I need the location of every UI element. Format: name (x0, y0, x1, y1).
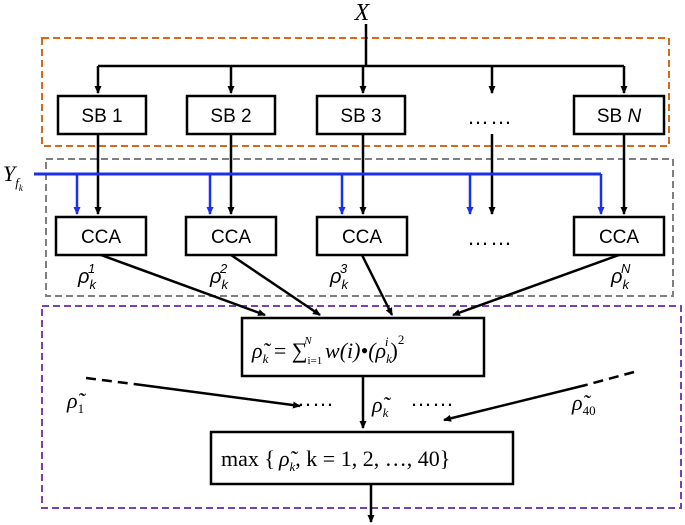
cca-ellipsis: …… (467, 225, 513, 250)
formula-text: ρ̃k = ∑i=1N w(i)•(ρki)2 (251, 332, 404, 367)
ccan-label: CCA (599, 227, 639, 248)
sb2-label: SB 2 (210, 106, 251, 127)
sbn-box (572, 94, 666, 136)
arrow-ccan-formula (452, 253, 620, 317)
sb3-label: SB 3 (340, 106, 381, 127)
rho-label-n: ρkN (610, 261, 631, 292)
subband-group-frame (41, 37, 670, 147)
ccan-box (572, 215, 666, 257)
arrow-cca1-formula (100, 253, 266, 317)
arrow-cca2-formula (230, 253, 321, 317)
cca3-label: CCA (342, 227, 382, 248)
dash-left (85, 376, 135, 386)
rho-tilde-1: ρ̃1 (66, 388, 87, 416)
fusion-ellipsis-right: …… (410, 386, 454, 411)
cca1-box (54, 215, 148, 257)
sb1-label: SB 1 (81, 106, 122, 127)
fusion-ellipsis-left: …… (290, 386, 334, 411)
reference-label: Yfk (3, 161, 24, 193)
cca1-label: CCA (81, 227, 121, 248)
input-label: X (354, 0, 371, 26)
sb3-box (315, 94, 407, 136)
max-formula: max {ρ̃k, k = 1, 2, …, 40} (221, 446, 450, 474)
rho-label-1: ρk1 (77, 261, 97, 292)
sbn-index: N (627, 106, 641, 127)
sbn-label: SB N (597, 106, 642, 127)
arrow-cca3-formula (360, 254, 394, 316)
rho-tilde-40: ρ̃40 (571, 390, 596, 418)
cca-group-frame (45, 158, 674, 297)
rho-tilde-k: ρ̃k (371, 392, 392, 420)
sb1-box (56, 94, 148, 136)
sb2-box (185, 94, 277, 136)
cca2-box (184, 215, 278, 257)
cca2-label: CCA (211, 227, 251, 248)
sb-ellipsis: …… (467, 104, 513, 129)
rho-label-2: ρk2 (209, 261, 229, 292)
fusion-group-frame (41, 305, 682, 509)
dash-right (585, 370, 635, 387)
arrow-right-to-max (443, 383, 587, 422)
max-box (209, 430, 515, 486)
formula-box (240, 316, 486, 378)
arrow-left-to-max (133, 382, 301, 409)
rho-label-3: ρk3 (329, 261, 349, 292)
